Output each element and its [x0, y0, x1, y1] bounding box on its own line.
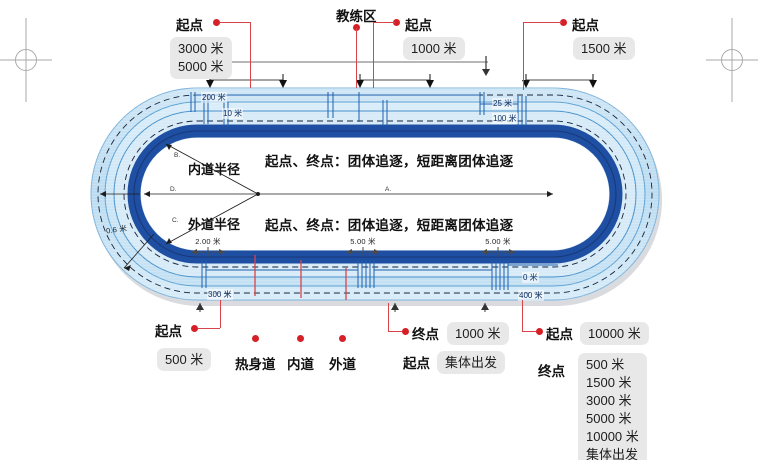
width-dim-2-00: 2.00 米	[185, 236, 231, 257]
letter-d: D.	[170, 186, 177, 193]
finish-1000-leader-v	[388, 303, 389, 331]
start-10000-leader-v	[522, 300, 523, 331]
callout-inner-lane-label: 内道	[287, 357, 314, 372]
dim-200m: 200 米	[201, 92, 227, 103]
start-10000-dot	[536, 328, 543, 335]
bottom-dimension-rail	[195, 303, 545, 315]
crosshair-left-icon	[0, 18, 52, 102]
finish-1000-leader-h	[388, 331, 404, 332]
chip-line-f-mass: 集体出发	[586, 447, 639, 460]
callout-coach-zone-leader-v	[356, 28, 357, 88]
inner-radius-label: 内道半径	[188, 162, 241, 177]
chip-line-f-500: 500 米	[586, 357, 625, 372]
callout-warmup-lane-dot	[252, 335, 259, 342]
start-10000-leader-h	[522, 331, 538, 332]
callout-start-3000-5000-dot	[213, 19, 220, 26]
chip-line-500: 500 米	[165, 352, 204, 367]
letter-c: C.	[172, 217, 179, 224]
dim-0m: 0 米	[522, 272, 539, 283]
callout-start-1000-leader-h	[373, 22, 395, 23]
callout-outer-lane-label: 外道	[329, 357, 356, 372]
callout-warmup-lane-label: 热身道	[235, 357, 276, 372]
finish-list-label: 终点	[538, 364, 565, 379]
width-dim-5-00-b: 5.00 米	[475, 236, 521, 257]
letter-b: B.	[174, 152, 181, 159]
callout-start-1500-leader-v	[523, 22, 524, 90]
start-10000-label: 起点	[546, 327, 573, 342]
chip-line-f-5000: 5000 米	[586, 411, 632, 426]
center-caption-upper: 起点、终点：团体追逐，短距离团体追逐	[265, 154, 514, 169]
dim-400m: 400 米	[518, 290, 544, 301]
chip-mass-start: 集体出发	[437, 351, 506, 374]
callout-start-500-label: 起点	[155, 324, 182, 339]
callout-coach-zone-label: 教练区	[336, 9, 377, 24]
callout-coach-zone-dot	[353, 24, 360, 31]
callout-start-3000-5000-leader-h	[220, 22, 250, 23]
crosshair-right-icon	[706, 18, 758, 102]
callout-start-1500-dot	[560, 19, 567, 26]
chip-line-f-3000: 3000 米	[586, 393, 632, 408]
chip-line-1500: 1500 米	[581, 41, 627, 56]
chip-line-5000: 5000 米	[178, 59, 224, 74]
outer-radius-label: 外道半径	[188, 217, 241, 232]
chip-line-start-10000: 10000 米	[588, 326, 641, 341]
callout-start-1000-dot	[393, 19, 400, 26]
callout-start-1000-leader-v	[373, 22, 374, 88]
top-dimension-rail	[188, 52, 608, 90]
callout-start-500-leader-h	[198, 328, 220, 329]
callout-start-3000-5000-leader-v	[250, 22, 251, 88]
chip-start-10000: 10000 米	[580, 322, 649, 345]
callout-outer-lane-dot	[339, 335, 346, 342]
callout-start-1500-label: 起点	[572, 18, 599, 33]
dim-100m: 100 米	[492, 113, 518, 124]
chip-1000: 1000 米	[403, 37, 465, 60]
mass-start-label: 起点	[403, 356, 430, 371]
chip-finish-list: 500 米 1500 米 3000 米 5000 米 10000 米 集体出发	[578, 353, 647, 460]
finish-1000-dot	[402, 328, 409, 335]
chip-500: 500 米	[157, 348, 212, 371]
dim-10m: 10 米	[222, 108, 244, 119]
center-caption-lower: 起点、终点：团体追逐，短距离团体追逐	[265, 218, 514, 233]
chip-line-1000: 1000 米	[411, 41, 457, 56]
callout-start-1500-leader-h	[523, 22, 562, 23]
width-dim-5-00-a: 5.00 米	[340, 236, 386, 257]
chip-line-3000: 3000 米	[178, 41, 224, 56]
finish-1000-label: 终点	[412, 327, 439, 342]
chip-line-f-10000: 10000 米	[586, 429, 639, 444]
chip-3000-5000: 3000 米 5000 米	[170, 37, 232, 79]
chip-finish-1000: 1000 米	[447, 322, 509, 345]
callout-start-1000-label: 起点	[405, 18, 432, 33]
chip-1500: 1500 米	[573, 37, 635, 60]
callout-inner-lane-dot	[297, 335, 304, 342]
track-graphic	[88, 82, 668, 314]
chip-line-finish-1000: 1000 米	[455, 326, 501, 341]
dim-300m: 300 米	[207, 289, 233, 300]
letter-a: A.	[385, 186, 392, 193]
chip-line-f-1500: 1500 米	[586, 375, 632, 390]
dim-25m: 25 米	[492, 98, 514, 109]
callout-start-500-leader-v	[220, 300, 221, 328]
callout-start-3000-5000-label: 起点	[176, 18, 203, 33]
chip-line-mass-start: 集体出发	[445, 355, 498, 370]
callout-start-500-dot	[191, 325, 198, 332]
